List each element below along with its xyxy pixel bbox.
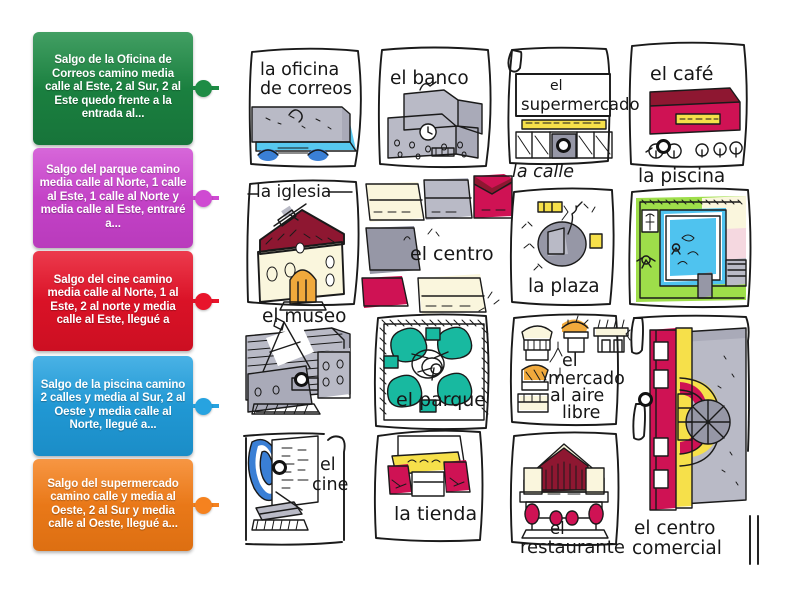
svg-text:la plaza: la plaza [528, 276, 600, 297]
label-text: Salgo del cine camino media calle al Nor… [47, 273, 179, 327]
svg-text:el: el [320, 455, 336, 475]
label-item[interactable]: Salgo del parque camino media calle al N… [0, 148, 225, 248]
svg-text:cine: cine [312, 475, 348, 495]
town-map-illustration: .ink { fill:none; stroke:#1a1a1a; stroke… [232, 22, 792, 578]
label-item[interactable]: Salgo del cine camino media calle al Nor… [0, 251, 225, 351]
svg-text:el café: el café [650, 63, 713, 85]
svg-text:supermercado: supermercado [521, 95, 640, 114]
draggable-label-list: Salgo de la Oficina de Correos camino me… [0, 0, 225, 600]
svg-text:el parque: el parque [396, 389, 486, 411]
label-item[interactable]: Salgo del supermercado camino calle y me… [0, 459, 225, 551]
svg-text:el banco: el banco [390, 68, 469, 89]
label-text-box[interactable]: Salgo del cine camino media calle al Nor… [33, 251, 193, 351]
diagram-image[interactable]: .ink { fill:none; stroke:#1a1a1a; stroke… [232, 22, 792, 578]
svg-text:la tienda: la tienda [394, 503, 477, 525]
drop-target-marker[interactable] [294, 372, 309, 387]
svg-text:la calle: la calle [512, 162, 574, 182]
label-text-box[interactable]: Salgo del parque camino media calle al N… [33, 148, 193, 248]
svg-text:comercial: comercial [632, 538, 722, 559]
label-text: Salgo del supermercado camino calle y me… [47, 477, 179, 531]
drop-target-marker[interactable] [272, 460, 287, 475]
label-anchor-dot[interactable] [195, 293, 212, 310]
drop-target-marker[interactable] [556, 138, 571, 153]
svg-text:al aire: al aire [550, 386, 604, 406]
svg-text:el centro: el centro [634, 518, 715, 539]
label-text: Salgo del parque camino media calle al N… [39, 163, 187, 230]
label-text: Salgo de la Oficina de Correos camino me… [45, 54, 181, 121]
label-item[interactable]: Salgo de la piscina camino 2 calles y me… [0, 356, 225, 456]
svg-text:el: el [550, 78, 563, 94]
svg-text:la oficina: la oficina [260, 60, 339, 80]
svg-text:el centro: el centro [410, 243, 494, 265]
drop-target-marker[interactable] [638, 392, 653, 407]
label-anchor-dot[interactable] [195, 398, 212, 415]
label-text-box[interactable]: Salgo de la piscina camino 2 calles y me… [33, 356, 193, 456]
svg-text:mercado: mercado [548, 369, 625, 389]
svg-text:el: el [562, 351, 578, 371]
label-text-box[interactable]: Salgo del supermercado camino calle y me… [33, 459, 193, 551]
svg-text:el: el [550, 519, 565, 538]
label-anchor-dot[interactable] [195, 80, 212, 97]
label-anchor-dot[interactable] [195, 190, 212, 207]
label-item[interactable]: Salgo de la Oficina de Correos camino me… [0, 32, 225, 145]
svg-text:libre: libre [562, 403, 600, 423]
label-anchor-dot[interactable] [195, 497, 212, 514]
svg-text:la piscina: la piscina [638, 166, 725, 187]
svg-text:de correos: de correos [260, 79, 352, 99]
drop-target-marker[interactable] [656, 139, 671, 154]
label-text: Salgo de la piscina camino 2 calles y me… [40, 378, 186, 432]
svg-text:restaurante: restaurante [520, 537, 625, 558]
svg-text:la iglesia: la iglesia [256, 182, 331, 202]
label-text-box[interactable]: Salgo de la Oficina de Correos camino me… [33, 32, 193, 145]
